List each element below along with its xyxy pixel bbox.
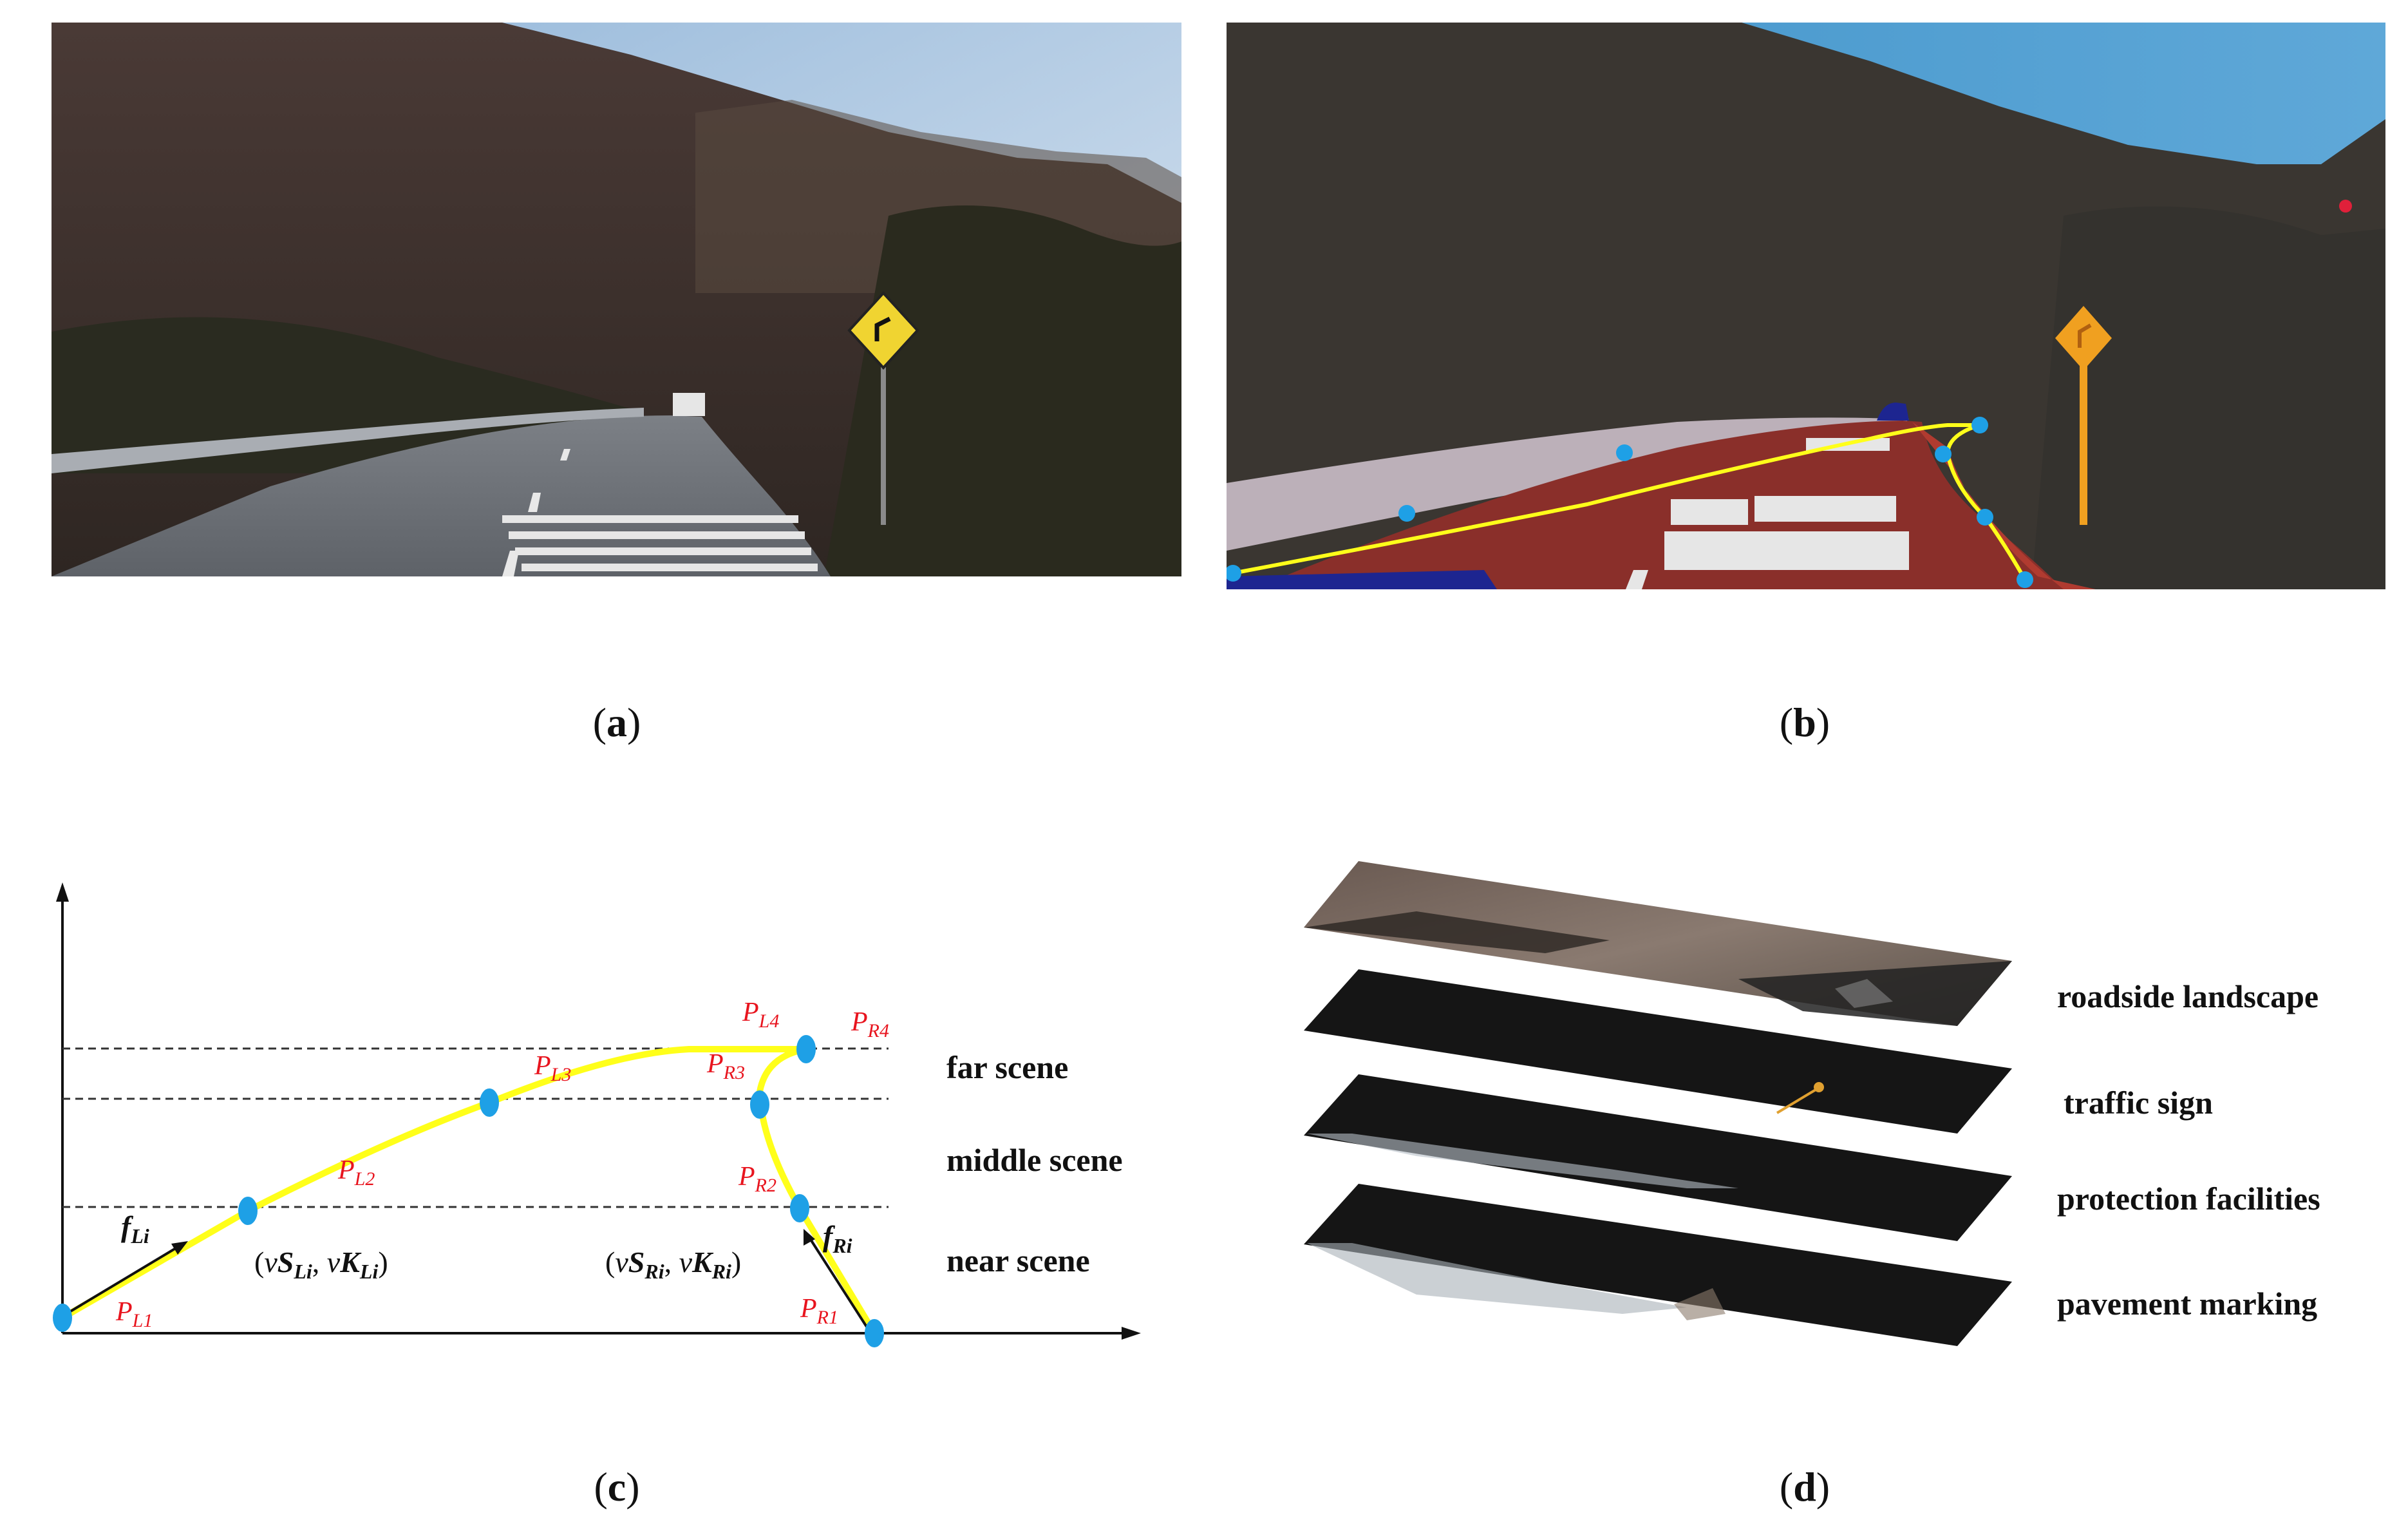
layer-pavement-marking — [1304, 1184, 2012, 1346]
label-PL2: PL2 — [337, 1155, 375, 1190]
panel-b-segmentation — [1227, 23, 2385, 589]
traffic-sign-class — [2055, 306, 2112, 525]
label-PL3: PL3 — [534, 1051, 571, 1085]
label-fR: fRi — [823, 1220, 852, 1257]
right-boundary-curve — [756, 1046, 878, 1336]
right-road-boundary — [1945, 423, 2027, 581]
label-traffic-sign: traffic sign — [2064, 1085, 2213, 1121]
guardrail-base-class — [1227, 570, 1497, 589]
layer-protection-facilities — [1304, 1074, 2012, 1241]
x-axis-arrowhead — [1122, 1327, 1141, 1340]
point-PL3 — [480, 1088, 499, 1117]
panel-c-schematic: PL1 PL2 PL3 PL4 PR4 PR3 PR2 PR1 fLi fRi … — [53, 882, 1141, 1347]
schematic-control-points — [53, 1035, 884, 1347]
label-PR2: PR2 — [738, 1162, 776, 1196]
vehicle — [673, 393, 705, 416]
point-PL4-PR4 — [796, 1035, 816, 1063]
guardrail — [52, 408, 644, 473]
left-road-boundary — [1232, 423, 1980, 575]
layer-traffic-sign — [1304, 969, 2012, 1134]
red-object-class — [2339, 200, 2352, 213]
panel-d-layers — [1304, 861, 2012, 1346]
pavement-marking-class — [1626, 438, 1909, 589]
point-PL1 — [53, 1304, 72, 1332]
vegetation-class — [2031, 206, 2385, 589]
road-edge-right — [1912, 422, 2096, 589]
traffic-sign — [847, 291, 919, 525]
point-PL2 — [238, 1197, 258, 1225]
fR-vector — [809, 1237, 868, 1328]
label-PL4: PL4 — [742, 998, 779, 1032]
label-PR4: PR4 — [851, 1007, 889, 1041]
fL-arrowhead — [171, 1241, 188, 1255]
caption-b: (b) — [1779, 699, 1830, 745]
label-far-scene: far scene — [946, 1049, 1069, 1085]
vegetation — [824, 205, 1181, 576]
caption-d: (d) — [1779, 1464, 1830, 1510]
label-PR1: PR1 — [800, 1294, 838, 1328]
fL-vector — [68, 1245, 180, 1313]
label-fL: fLi — [121, 1210, 149, 1248]
caption-a: (a) — [592, 699, 641, 745]
label-middle-scene: middle scene — [946, 1142, 1123, 1178]
boundary-control-points — [1227, 417, 2033, 588]
feature-tuple-right: (vSRi, vKRi) — [605, 1246, 741, 1283]
point-PR2 — [790, 1194, 809, 1222]
fR-arrowhead — [804, 1229, 815, 1246]
crosswalk-marking — [502, 515, 818, 571]
label-pavement-marking: pavement marking — [2057, 1286, 2318, 1322]
label-roadside-landscape: roadside landscape — [2057, 978, 2319, 1014]
point-PR1 — [865, 1319, 884, 1347]
vehicle-class — [1877, 403, 1909, 421]
label-PR3: PR3 — [706, 1049, 745, 1083]
label-protection-facilities: protection facilities — [2057, 1181, 2320, 1217]
caption-c: (c) — [594, 1464, 640, 1510]
label-near-scene: near scene — [946, 1242, 1090, 1278]
center-dashes — [502, 449, 570, 576]
layer-roadside-landscape — [1304, 861, 2012, 1026]
y-axis-arrowhead — [56, 882, 69, 902]
feature-tuple-left: (vSLi, vKLi) — [254, 1246, 388, 1283]
panel-a-road-photo — [52, 23, 1181, 576]
label-PL1: PL1 — [115, 1297, 153, 1331]
point-PR3 — [750, 1090, 769, 1119]
point-labels: PL1 PL2 PL3 PL4 PR4 PR3 PR2 PR1 — [115, 998, 889, 1331]
